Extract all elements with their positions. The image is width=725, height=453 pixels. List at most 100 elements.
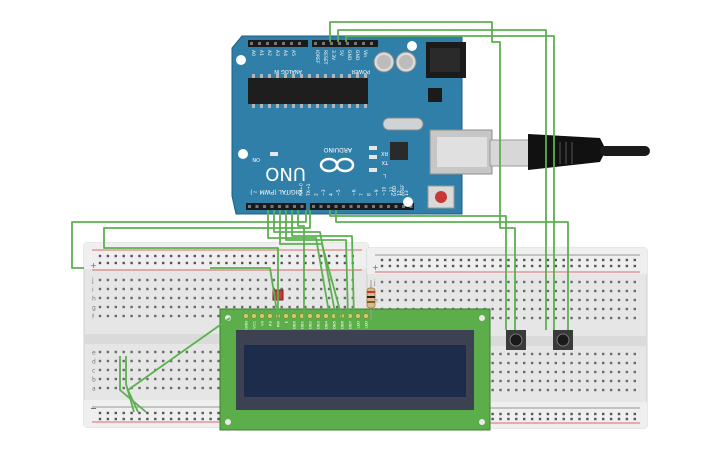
lcd-pin-label: V0 [260,320,265,326]
lcd-pin-label: DB0 [292,320,297,329]
digital-pin-label: 12 [397,190,403,196]
wire-gnd-to-button2 [337,29,547,330]
crystal [382,117,424,131]
arduino-uno-board[interactable]: UNO ARDUINO DIGITAL (PWM ~) POWER ANALOG… [231,35,493,215]
atmega-chip [248,78,368,104]
power-pin-label: GND [346,50,352,61]
usb-chip [390,142,408,160]
bbl-row-letter-c: c [92,368,95,375]
resistor[interactable] [366,280,376,320]
lcd-pin-label: DB6 [340,320,345,329]
regulator [428,88,442,102]
gnd-pin-label: GND [392,185,398,196]
digital-pin-label: ~5 [336,189,342,196]
aref-label: AREF [400,184,406,196]
power-pin-label: 5V [338,50,344,57]
digital-pin-label: RX←0 [299,183,305,196]
digital-pin-label: TX→1 [306,183,312,197]
digital-header-left [246,203,306,210]
wire-lcd-3 [279,210,343,319]
tx-led [369,155,377,159]
wire-pin-to-rail-right [335,210,569,330]
power-header-strip [312,40,378,47]
plus-label-right: + [372,263,379,272]
digital-pin-label: 8 [367,193,373,196]
arduino-brand-text: ARDUINO [323,146,352,153]
bbr-row-letter-h: h [374,298,378,305]
wire-d-to-button [329,210,507,330]
pushbutton-2[interactable] [553,330,573,350]
wire-vcc-rail-loop [103,210,311,318]
wire-lcd-4 [285,210,349,319]
lcd-pin-label: DB2 [308,320,313,329]
minus-label: − [90,404,97,413]
bbl-row-letter-g: g [92,305,96,312]
power-pin-label: 3.3V [330,50,336,61]
lcd-pin-label: LED [356,321,361,329]
on-led [270,152,278,156]
rx-led [369,146,377,150]
rx-label: RX [381,150,388,156]
digital-pin-label: ~3 [321,189,327,196]
power-pin-label: RESET [322,50,328,65]
bbr-row-letter-j: j [373,280,376,287]
digital-pin-label: ~9 [374,189,380,196]
wire-pin-to-rail [345,35,555,330]
arduino-infinity-icon [319,157,355,173]
digital-pin-label: 2 [314,193,320,196]
wire-potentiometer [210,267,279,319]
lcd-pin-label: RW [276,321,281,327]
wire-ground-bottom [119,356,147,413]
analog-pin-label: A1 [258,50,264,56]
bbl-row-letter-a: a [92,386,96,393]
lcd-pin-label: LED [364,321,369,329]
lcd-screen [244,345,466,397]
analog-pin-label: A4 [282,50,288,56]
power-pin-label: GND [354,50,360,61]
uno-logo-text: UNO [265,163,306,184]
digital-pin-label: ~11 [389,186,395,196]
analog-pin-label: A3 [274,50,280,56]
digital-header-label: DIGITAL (PWM ~) [250,188,302,195]
lcd-pin-label: E [284,320,289,323]
power-header-label: POWER [351,68,370,74]
pushbutton-1[interactable] [506,330,526,350]
analog-pin-label: A2 [266,50,272,56]
lcd-pin-label: DB4 [324,320,329,329]
lcd-pin-label: DB5 [332,320,337,329]
l-led [369,168,377,172]
wire-5v-to-button1 [329,21,516,330]
bbl-row-letter-d: d [92,359,96,366]
bbl-row-letter-i: i [92,287,94,294]
bbl-row-letter-e: e [92,350,96,357]
digital-pin-label: 7 [359,193,365,196]
power-pin-label: IOREF [314,50,320,64]
analog-header [248,40,308,47]
lcd-pin-label: DB1 [300,320,305,329]
lcd-pin-label: VCC [252,321,257,329]
digital-pin-label: 13 [404,190,410,196]
on-label: ON [252,156,260,162]
digital-pin-label: 4 [329,193,335,196]
wire-lcd-1 [267,210,331,319]
l-label: L [383,172,386,178]
lcd-pin-label: GND [244,321,249,330]
bbl-row-letter-b: b [92,377,96,384]
analog-header-label: ANALOG IN [274,68,302,74]
bbl-row-letter-h: h [92,296,96,303]
bbl-row-letter-f: f [92,314,95,321]
power-pin-label: Vin [362,50,368,57]
reset-button-cap[interactable] [435,191,447,203]
lcd-pin-label: DB7 [348,320,353,329]
lcd-pin-label: DB3 [316,320,321,329]
wire-lcd-2 [273,210,337,319]
wire-ground-bottom-2 [125,356,135,413]
tx-label: TX [381,159,389,165]
wires [71,21,569,413]
plus-label: + [90,261,97,270]
wire-gnd-rail-loop [71,210,307,269]
usb-cable[interactable] [489,134,650,170]
lcd-pin-label: RS [268,320,273,326]
